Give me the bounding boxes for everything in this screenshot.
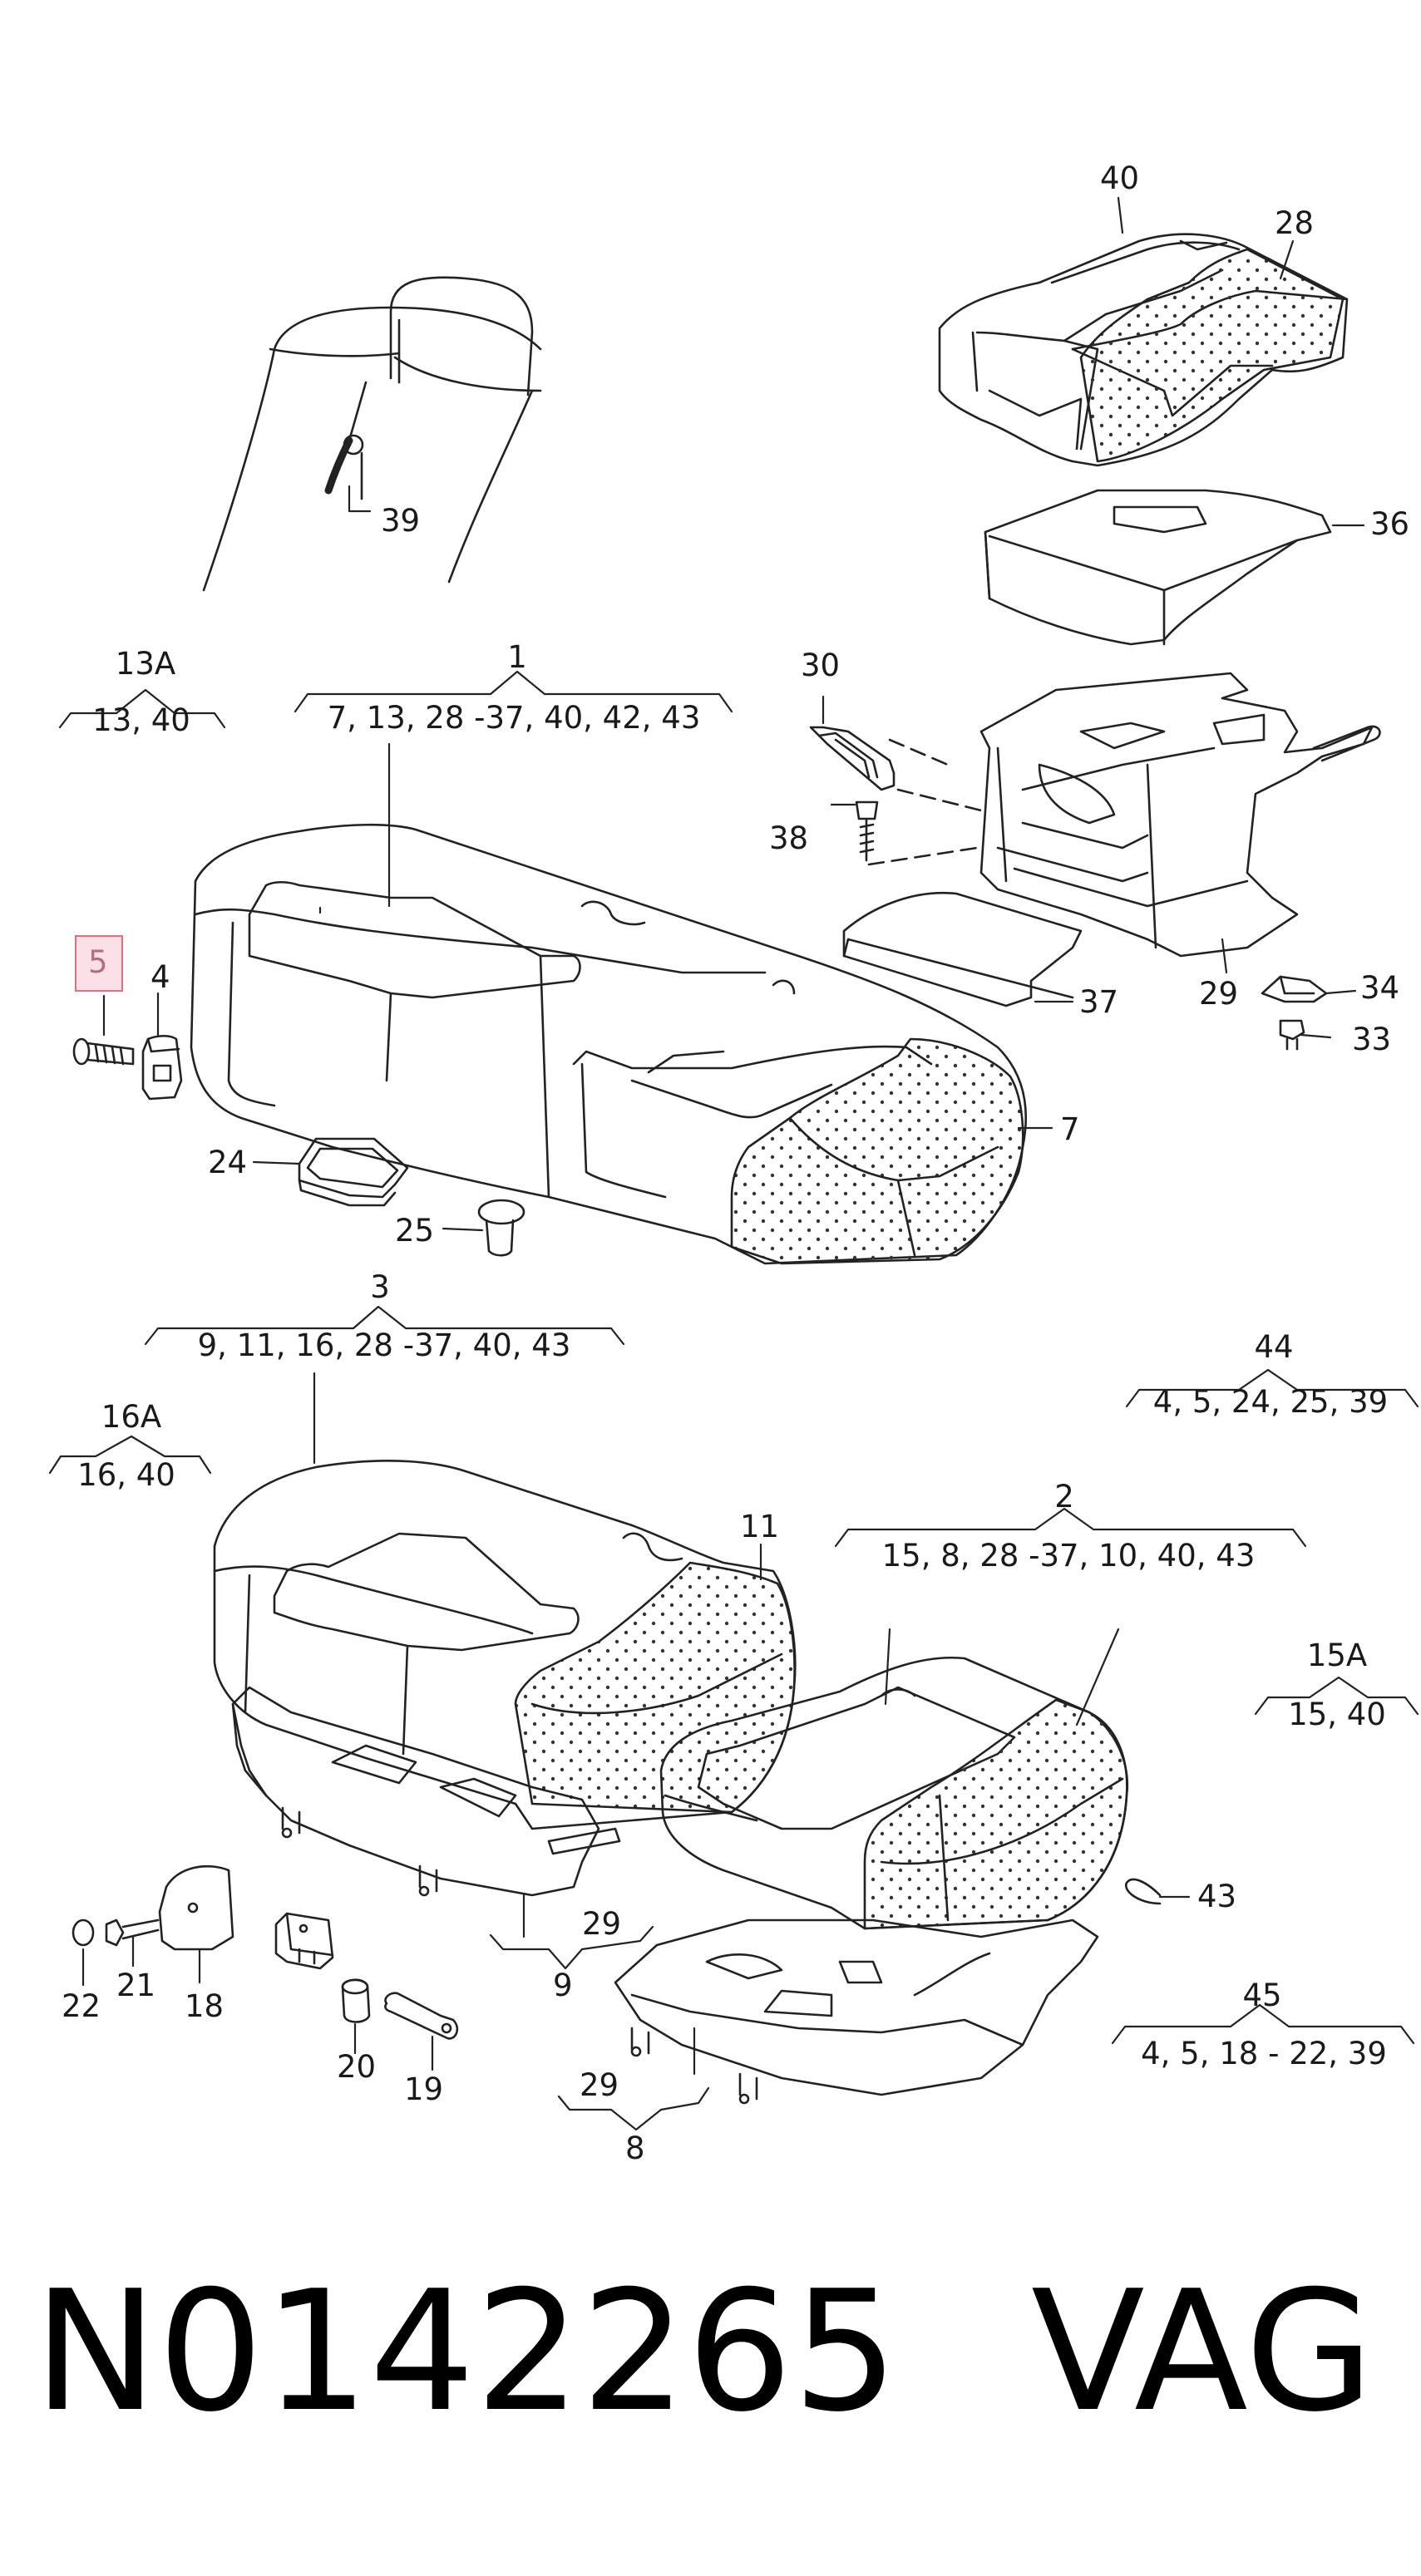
- callout-37: 37: [1079, 984, 1119, 1020]
- clip-43-drawing: [1124, 1878, 1162, 1905]
- group-15A-title: 15A: [1306, 1638, 1368, 1673]
- plug-25-drawing: [477, 1199, 525, 1257]
- callout-28: 28: [1275, 205, 1315, 241]
- small-parts-drawing: [72, 1864, 459, 2040]
- callout-25: 25: [395, 1213, 435, 1249]
- part-number: N0142265: [33, 2255, 899, 2449]
- callout-38: 38: [769, 820, 809, 856]
- group-2-title: 2: [1054, 1479, 1074, 1515]
- lower-left-frame-drawing: [231, 1686, 621, 1897]
- seat-frame-drawing: [979, 672, 1381, 958]
- callout-9: 9: [553, 1968, 573, 2003]
- callout-33: 33: [1352, 1022, 1392, 1057]
- callout-39: 39: [381, 503, 421, 539]
- group-1-title: 1: [507, 639, 527, 675]
- group-13A-list: 13, 40: [92, 702, 190, 738]
- bezel-24-drawing: [298, 1137, 409, 1207]
- screw-38-drawing: [855, 800, 979, 866]
- upper-cushion-drawing: [938, 233, 1349, 467]
- callout-18: 18: [185, 1988, 224, 2024]
- handle-30-drawing: [809, 726, 983, 812]
- group-1-list: 7, 13, 28 -37, 40, 42, 43: [327, 700, 701, 736]
- callout-36: 36: [1370, 506, 1410, 542]
- group-16A-list: 16, 40: [77, 1457, 175, 1493]
- highlighted-callout-5[interactable]: 5: [75, 935, 123, 992]
- group-45-title: 45: [1242, 1978, 1282, 2013]
- lower-right-frame-drawing: [614, 1918, 1099, 2105]
- clip-34-drawing: [1261, 975, 1328, 1003]
- seat-back-headrest-drawing: [202, 276, 542, 592]
- callout-22: 22: [62, 1988, 101, 2024]
- group-2-list: 15, 8, 28 -37, 10, 40, 43: [881, 1538, 1256, 1574]
- callout-30: 30: [801, 648, 841, 683]
- group-44-list: 4, 5, 24, 25, 39: [1152, 1384, 1389, 1420]
- group-15A-list: 15, 40: [1288, 1697, 1386, 1732]
- group-brackets: [48, 670, 1419, 2131]
- callout-4: 4: [150, 959, 170, 995]
- callout-11: 11: [740, 1509, 780, 1544]
- callout-8: 8: [625, 2130, 645, 2166]
- group-3-list: 9, 11, 16, 28 -37, 40, 43: [197, 1327, 571, 1363]
- bolt-33-drawing: [1279, 1019, 1305, 1051]
- callout-29-lower-right: 29: [580, 2067, 619, 2103]
- group-44-title: 44: [1254, 1329, 1294, 1365]
- callout-19: 19: [404, 2071, 444, 2107]
- callout-29: 29: [1199, 976, 1239, 1012]
- callout-43: 43: [1197, 1879, 1237, 1914]
- callout-34: 34: [1360, 970, 1400, 1006]
- bracket-4-drawing: [141, 1034, 183, 1101]
- lower-left-cushion-drawing: [213, 1460, 797, 1830]
- bolt-5-drawing: [72, 1037, 135, 1066]
- cover-37-drawing: [842, 891, 1083, 1007]
- callout-20: 20: [337, 2049, 377, 2085]
- callout-21: 21: [116, 1968, 156, 2003]
- group-45-list: 4, 5, 18 - 22, 39: [1141, 2036, 1387, 2071]
- callout-24: 24: [208, 1145, 248, 1180]
- callout-5: 5: [88, 944, 108, 980]
- callout-40: 40: [1100, 160, 1140, 196]
- leader-lines: [81, 196, 1365, 2076]
- group-16A-title: 16A: [101, 1399, 162, 1435]
- lower-right-cushion-drawing: [659, 1656, 1129, 1930]
- seat-pad-36-drawing: [984, 489, 1332, 646]
- group-3-title: 3: [370, 1269, 390, 1305]
- bench-seat-drawing: [190, 823, 1028, 1265]
- group-13A-title: 13A: [115, 646, 176, 682]
- callout-29-lower-left: 29: [582, 1906, 622, 1942]
- brand-name: VAG: [1031, 2255, 1374, 2449]
- callout-7: 7: [1060, 1111, 1080, 1147]
